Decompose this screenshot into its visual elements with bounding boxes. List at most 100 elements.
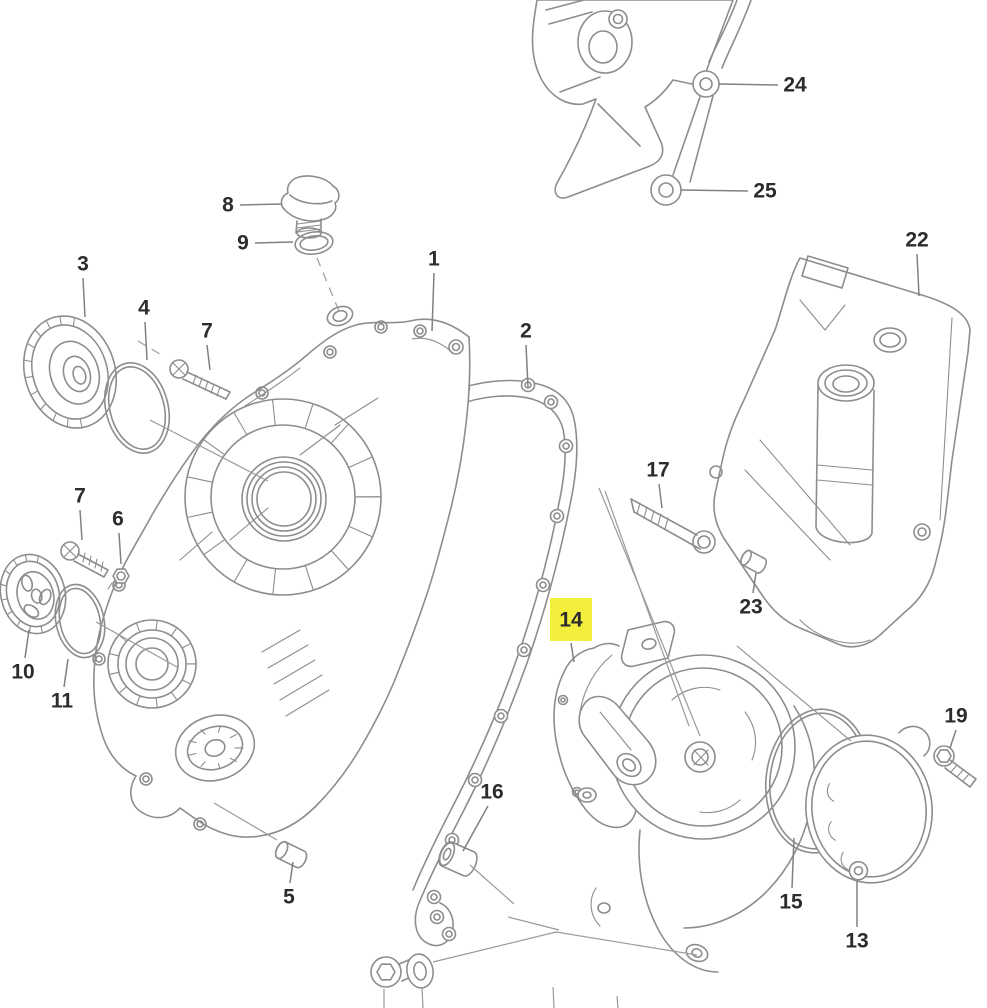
pointer-line [421, 986, 424, 1008]
callout-leader-line [949, 729, 957, 749]
callout-leader-line [680, 189, 749, 192]
callout-leader-line [206, 344, 211, 371]
pointer-line [149, 419, 269, 482]
pointer-line [604, 490, 690, 727]
part-drawing-drain-washer [406, 953, 434, 989]
callout-2[interactable]: 2 [520, 320, 532, 388]
callout-leader-line [570, 642, 575, 663]
callout-leader-line [718, 83, 779, 86]
pointer-line [736, 645, 852, 742]
part-drawing-11-oring [54, 583, 106, 659]
callout-9[interactable]: 9 [237, 232, 294, 255]
callout-leader-line [24, 629, 30, 659]
callout-leader-line [791, 837, 795, 889]
part-drawing-6-nut [107, 568, 130, 590]
callout-number[interactable]: 3 [77, 253, 89, 276]
pointer-line [95, 621, 178, 668]
pointer-line [507, 916, 560, 931]
callout-number[interactable]: 7 [201, 320, 213, 343]
callout-5[interactable]: 5 [283, 861, 295, 909]
pointer-line [598, 487, 701, 737]
callout-number[interactable]: 14 [559, 609, 583, 632]
pointer-line [432, 931, 698, 963]
part-drawing-19-bolt [933, 745, 977, 788]
part-drawing-10-disc [0, 553, 67, 635]
callout-19[interactable]: 19 [944, 705, 968, 749]
callout-number[interactable]: 4 [138, 297, 150, 320]
callout-leader-line [79, 509, 83, 541]
callout-7[interactable]: 7 [74, 485, 86, 541]
callout-leader-line [752, 572, 757, 594]
callout-number[interactable]: 6 [112, 508, 124, 531]
callout-leader-line [144, 321, 148, 361]
part-drawing-8-oil-filler-cap [280, 175, 340, 239]
callout-leader-line [118, 532, 122, 565]
callout-number[interactable]: 25 [753, 180, 777, 203]
callout-number[interactable]: 7 [74, 485, 86, 508]
callout-number[interactable]: 9 [237, 232, 249, 255]
callout-leader-line [239, 203, 283, 206]
callout-leader-line [525, 344, 529, 388]
callout-3[interactable]: 3 [77, 253, 89, 318]
callout-leader-line [289, 861, 294, 884]
callout-23[interactable]: 23 [739, 572, 763, 619]
callout-6[interactable]: 6 [112, 508, 124, 565]
callout-4[interactable]: 4 [138, 297, 150, 361]
callout-leader-line [63, 658, 69, 688]
part-drawing-5-dowel [274, 840, 308, 869]
callout-15[interactable]: 15 [779, 837, 803, 914]
part-drawing-3-disc [22, 315, 118, 429]
part-drawing-4-oring [103, 362, 171, 454]
callout-number[interactable]: 13 [845, 930, 868, 953]
callout-number[interactable]: 11 [51, 690, 74, 713]
part-drawing-17-bolt [630, 498, 716, 554]
highlight-box [550, 598, 592, 641]
callout-leader-line [431, 272, 435, 332]
callout-number[interactable]: 5 [283, 886, 295, 909]
callout-number[interactable]: 8 [222, 194, 234, 217]
part-drawing-water-pump-cover [577, 620, 816, 973]
part-drawing-23-pin [740, 549, 767, 574]
part-drawing-1-clutch-cover [92, 305, 471, 838]
callout-number[interactable]: 2 [520, 320, 532, 343]
pointer-line [137, 340, 166, 358]
part-drawing-9-oring [294, 230, 334, 256]
callout-leader-line [254, 241, 294, 244]
callout-number[interactable]: 1 [428, 248, 440, 271]
pointer-line [469, 864, 515, 905]
callout-22[interactable]: 22 [905, 229, 929, 297]
pointer-line [316, 257, 342, 317]
callout-leader-line [916, 253, 920, 297]
callout-number[interactable]: 22 [905, 229, 928, 252]
pointer-line [616, 995, 619, 1008]
pointer-line [552, 986, 555, 1008]
part-drawing-16-collar [438, 841, 478, 877]
pointer-line [213, 802, 278, 841]
callout-number[interactable]: 17 [646, 459, 669, 482]
part-drawing-13-cover-cap [805, 725, 933, 884]
callout-number[interactable]: 24 [783, 74, 807, 97]
callout-number[interactable]: 15 [779, 891, 803, 914]
callout-13[interactable]: 13 [845, 881, 869, 953]
callout-11[interactable]: 11 [51, 658, 74, 713]
callout-17[interactable]: 17 [646, 459, 670, 509]
part-drawing-22-cover [709, 255, 971, 648]
callout-number[interactable]: 16 [480, 781, 503, 804]
callout-7[interactable]: 7 [201, 320, 213, 371]
callout-14[interactable]: 14 [550, 598, 592, 663]
callout-8[interactable]: 8 [222, 194, 283, 217]
callout-1[interactable]: 1 [428, 248, 440, 332]
assembly-pointer-lines [95, 257, 852, 1008]
callout-leader-line [658, 483, 663, 509]
callout-25[interactable]: 25 [680, 180, 777, 203]
callout-number[interactable]: 23 [739, 596, 762, 619]
part-drawing-7-bolt-lower [60, 541, 109, 578]
callout-number[interactable]: 19 [944, 705, 967, 728]
callout-16[interactable]: 16 [462, 781, 504, 852]
callout-24[interactable]: 24 [718, 74, 807, 97]
callout-10[interactable]: 10 [11, 629, 35, 684]
callout-leader-line [462, 805, 489, 852]
callout-number[interactable]: 10 [11, 661, 34, 684]
